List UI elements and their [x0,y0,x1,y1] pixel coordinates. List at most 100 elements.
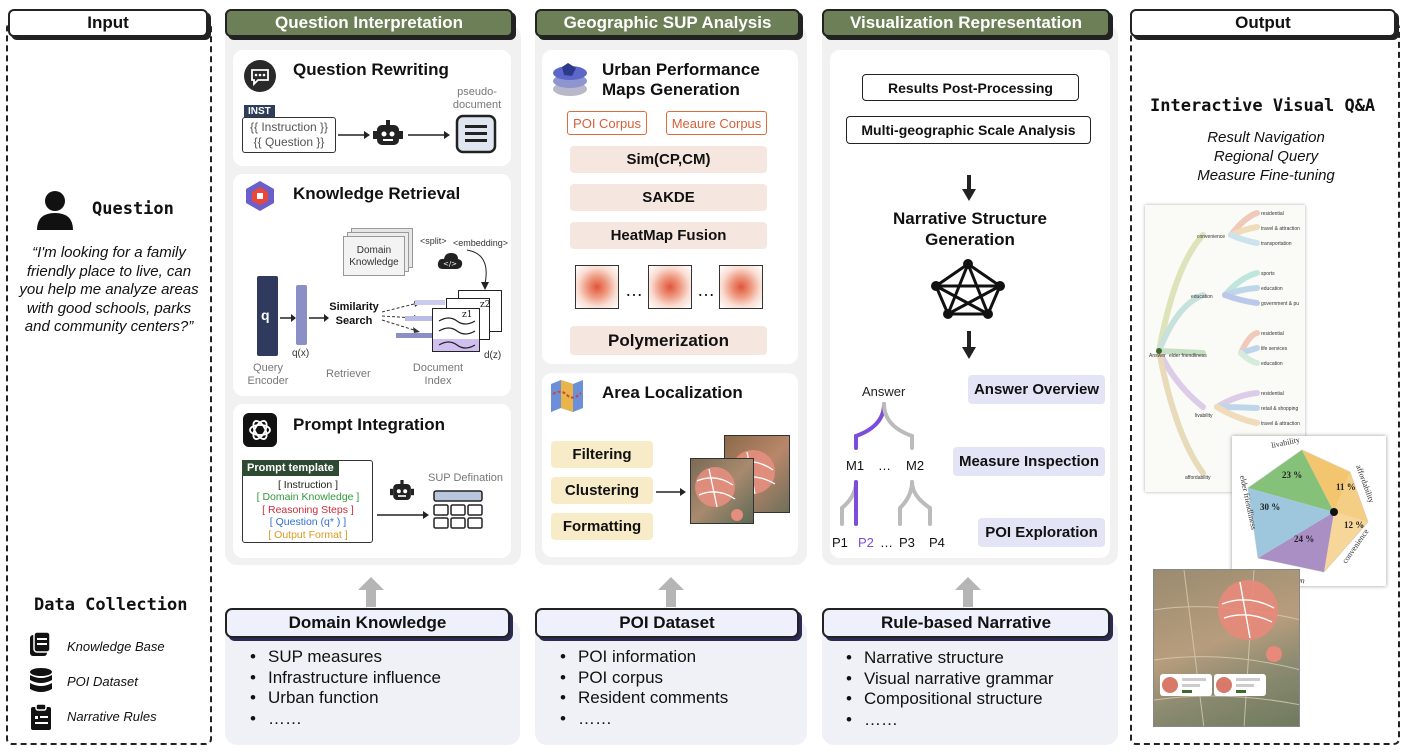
output-features: Result Navigation Regional Query Measure… [1150,128,1382,185]
qi-header: Question Interpretation [225,9,513,37]
tree-p2: P2 [858,535,874,550]
formatting-step: Formatting [551,513,653,540]
tree-leaf-11: travel & attraction [1261,421,1300,427]
multi-scale-box: Multi-geographic Scale Analysis [846,116,1091,144]
dk-item-4: …… [250,709,441,730]
tree-leaf-0: residential [1261,211,1284,217]
dk-item-3: Urban function [250,688,441,709]
retriever-label: Retriever [326,368,371,380]
heatmap-tile-1 [575,265,619,309]
feature-measure-fine-tuning: Measure Fine-tuning [1197,167,1335,184]
clipboard-icon [30,703,52,730]
template-output-format: [ Output Format ] [268,528,348,541]
vis-header: Visualization Representation [822,9,1110,37]
tree-leaf-4: education [1261,286,1283,292]
output-header: Output [1130,9,1396,37]
poi-map-view [1153,569,1300,727]
tree-answer: Answer [862,384,906,399]
upm-title: Urban Performance Maps Generation [602,60,760,99]
embedding-label: <embedding> [453,238,509,248]
tree-p4: P4 [929,535,945,550]
knowledge-retrieval-card [233,174,511,396]
retriever-arrow [309,310,329,328]
tree-leaf-9: residential [1261,391,1284,397]
inst-tag: INST [244,105,275,118]
inst-question-line: {{ Question }} [253,135,325,149]
heatmap-tile-2 [648,265,692,309]
code-cloud-icon: </> [437,251,463,271]
dk-up-arrow-head [358,577,384,590]
svg-text:</>: </> [443,260,457,268]
knowledge-graph-icon [244,180,276,212]
query-bar [257,276,278,356]
folded-map-icon [549,379,585,413]
poi-item-2: POI corpus [560,668,728,689]
radar-value-convenience: 12 % [1344,520,1364,530]
input-header: Input [8,9,208,37]
knowledge-base-icon [28,631,52,658]
database-icon [29,668,53,694]
poi-dataset-header: POI Dataset [535,608,799,638]
template-instruction: [ Instruction ] [277,479,339,491]
chat-bubble-icon [243,59,277,93]
radar-value-elder: 30 % [1260,502,1280,512]
poi-up-arrow-head [658,577,684,590]
answer-overview-pill: Answer Overview [968,375,1105,404]
question-text: “I'm looking for a family friendly place… [19,244,199,335]
knowledge-retrieval-title: Knowledge Retrieval [293,184,461,203]
qx-bar [296,285,307,345]
rule-item-1: Narrative structure [846,648,1054,669]
tree-branch-convenience: convenience [1197,234,1225,240]
measure-inspection-pill: Measure Inspection [953,447,1105,476]
robot-icon [372,120,404,150]
tree-branch-education: education [1191,294,1213,300]
poi-corpus-box: POI Corpus [567,111,647,135]
radar-chart-view: 23 % 11 % 12 % 24 % 30 % livability affo… [1232,435,1386,586]
tree-leaf-10: retail & shopping [1261,406,1298,412]
embed-arrow [465,248,495,295]
area-map-front [690,458,754,524]
geo-header: Geographic SUP Analysis [535,9,800,37]
tree-branch-elder: elder friendliness [1169,353,1207,359]
output-title: Interactive Visual Q&A [1150,96,1376,116]
index-bar-3 [396,333,432,338]
rule-up-arrow-head [955,577,981,590]
question-title: Question [92,199,174,219]
tree-leaf-6: residential [1261,331,1284,337]
template-domain-knowledge: [ Domain Knowledge ] [256,491,360,504]
tree-leaf-8: education [1261,361,1283,367]
heatmap-fusion-step: HeatMap Fusion [570,222,767,249]
sakde-step: SAKDE [570,184,767,211]
narrative-rules-label: Narrative Rules [67,709,157,724]
tree-root-label: Answer [1149,353,1166,359]
rule-item-2: Visual narrative grammar [846,669,1054,690]
inst-box: {{ Instruction }} {{ Question }} [242,117,336,153]
polymerization-step: Polymerization [570,326,767,355]
rule-narrative-header: Rule-based Narrative [822,608,1110,638]
prompt-template-tag: Prompt template [242,460,339,476]
prompt-robot-icon [389,480,415,504]
radar-value-affordability: 11 % [1336,482,1356,492]
feature-result-navigation: Result Navigation [1207,129,1325,146]
rule-item-3: Compositional structure [846,689,1054,710]
encoder-arrow [280,310,296,328]
sup-definition-label: SUP Defination [428,472,504,484]
z1-label: z1 [462,310,473,320]
prompt-arrow [377,508,429,526]
heatmap-ellipsis-1: … [625,280,643,300]
sim-step: Sim(CP,CM) [570,146,767,173]
radar-value-livability: 23 % [1282,470,1302,480]
rewrite-arrow-2 [408,128,450,146]
table-icon [433,490,483,530]
question-rewriting-title: Question Rewriting [293,60,449,79]
query-q-label: q [261,307,270,323]
tree-m-dots: … [878,458,891,473]
answer-tree-view: Answer convenience education elder frien… [1145,205,1305,492]
template-reasoning-steps: [ Reasoning Steps ] [262,503,354,516]
down-arrow-1 [962,175,976,206]
area-localization-title: Area Localization [602,383,743,402]
similarity-search-label: Similarity Search [329,301,379,327]
dk-item-2: Infrastructure influence [250,668,441,689]
z2-label: z2 [480,300,491,310]
map-stack-icon [550,58,590,98]
